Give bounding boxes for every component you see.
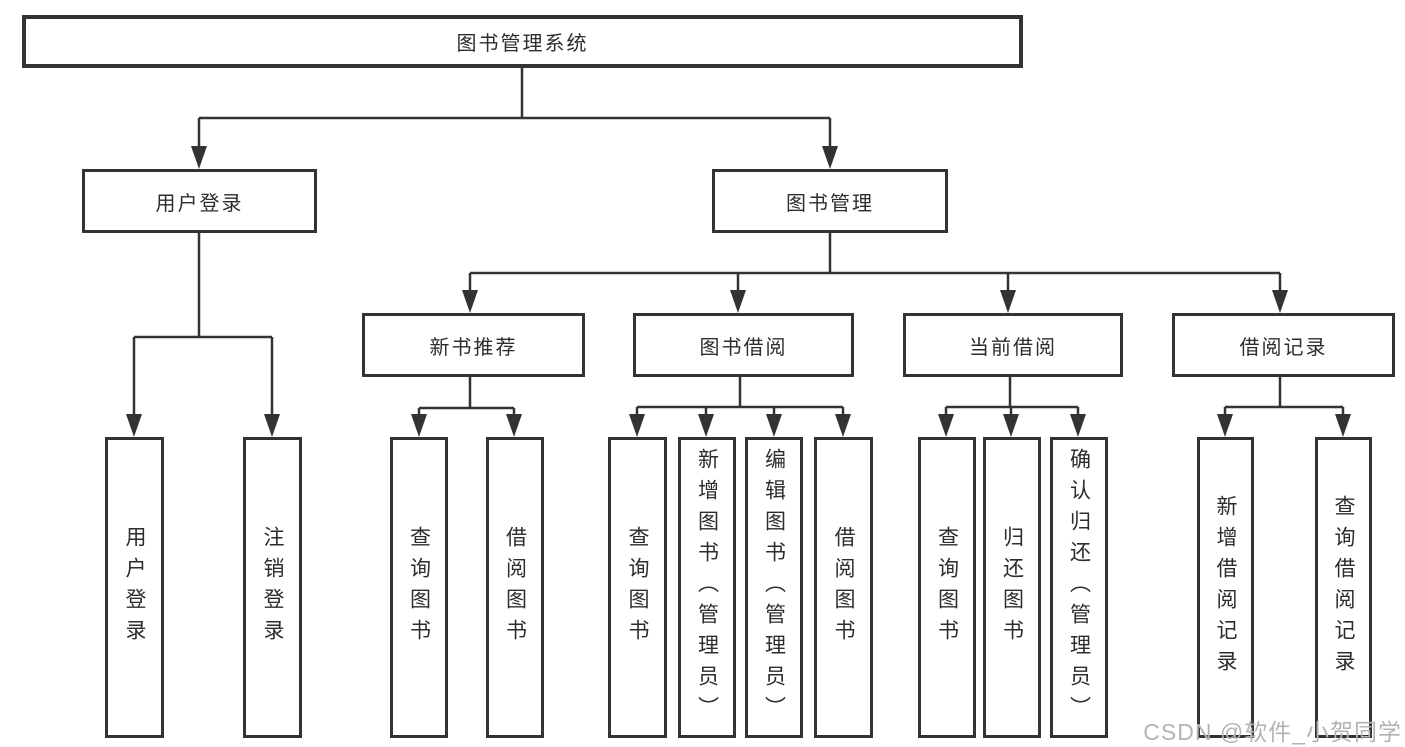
connector-currentborrow-to-leaves — [944, 377, 1080, 418]
node-new-book-recommendation: 新书推荐 — [362, 313, 585, 377]
connector-userlogin-to-leaves — [132, 233, 274, 418]
node-user-login: 用户登录 — [82, 169, 317, 233]
node-label: 查询借阅记录 — [1332, 494, 1355, 681]
leaf-edit-book-admin: 编辑图书（管理员） — [745, 437, 803, 738]
node-label: 查询图书 — [626, 525, 649, 650]
node-borrowing-records: 借阅记录 — [1172, 313, 1395, 377]
node-label: 新增图书（管理员） — [695, 448, 719, 727]
connector-bookmgmt-to-level3 — [468, 233, 1282, 294]
node-label: 新增借阅记录 — [1214, 494, 1237, 681]
leaf-query-books-recommend: 查询图书 — [390, 437, 448, 738]
node-label: 借阅图书 — [503, 525, 527, 650]
csdn-watermark: CSDN @软件_小贺同学 — [1143, 719, 1402, 745]
arrowheads — [126, 146, 1351, 437]
node-label: 注销登录 — [261, 525, 284, 650]
node-label: 当前借阅 — [969, 336, 1057, 359]
node-label: 用户登录 — [123, 525, 146, 650]
node-book-borrowing: 图书借阅 — [633, 313, 854, 377]
leaf-query-books-borrowing: 查询图书 — [608, 437, 667, 738]
leaf-return-book: 归还图书 — [983, 437, 1041, 738]
node-label: 借阅图书 — [832, 525, 855, 650]
node-label: 借阅记录 — [1239, 336, 1328, 359]
leaf-query-books-current: 查询图书 — [918, 437, 976, 738]
leaf-confirm-return-admin: 确认归还（管理员） — [1050, 437, 1108, 738]
node-label: 图书管理系统 — [456, 33, 589, 55]
connector-newbook-to-leaves — [417, 377, 516, 418]
node-label: 归还图书 — [1000, 525, 1024, 650]
node-current-borrowing: 当前借阅 — [903, 313, 1123, 377]
leaf-logout-login: 注销登录 — [243, 437, 302, 738]
node-label: 用户登录 — [155, 192, 244, 215]
node-label: 编辑图书（管理员） — [762, 448, 786, 727]
node-label: 新书推荐 — [429, 336, 518, 359]
node-book-management: 图书管理 — [712, 169, 948, 233]
node-library-system-root: 图书管理系统 — [22, 15, 1023, 68]
connector-borrowrecord-to-leaves — [1223, 377, 1345, 418]
node-label: 查询图书 — [407, 525, 431, 650]
node-label: 图书借阅 — [699, 336, 788, 359]
leaf-borrow-books-borrowing: 借阅图书 — [814, 437, 873, 738]
leaf-borrow-books-recommend: 借阅图书 — [486, 437, 544, 738]
node-label: 图书管理 — [786, 192, 874, 215]
leaf-query-borrow-record: 查询借阅记录 — [1315, 437, 1372, 738]
leaf-add-borrow-record: 新增借阅记录 — [1197, 437, 1254, 738]
connector-bookborrow-to-leaves — [635, 377, 845, 418]
leaf-add-book-admin: 新增图书（管理员） — [678, 437, 736, 738]
leaf-user-login: 用户登录 — [105, 437, 164, 738]
node-label: 确认归还（管理员） — [1067, 448, 1091, 727]
node-label: 查询图书 — [935, 525, 959, 650]
connector-root-to-level2 — [197, 68, 832, 150]
